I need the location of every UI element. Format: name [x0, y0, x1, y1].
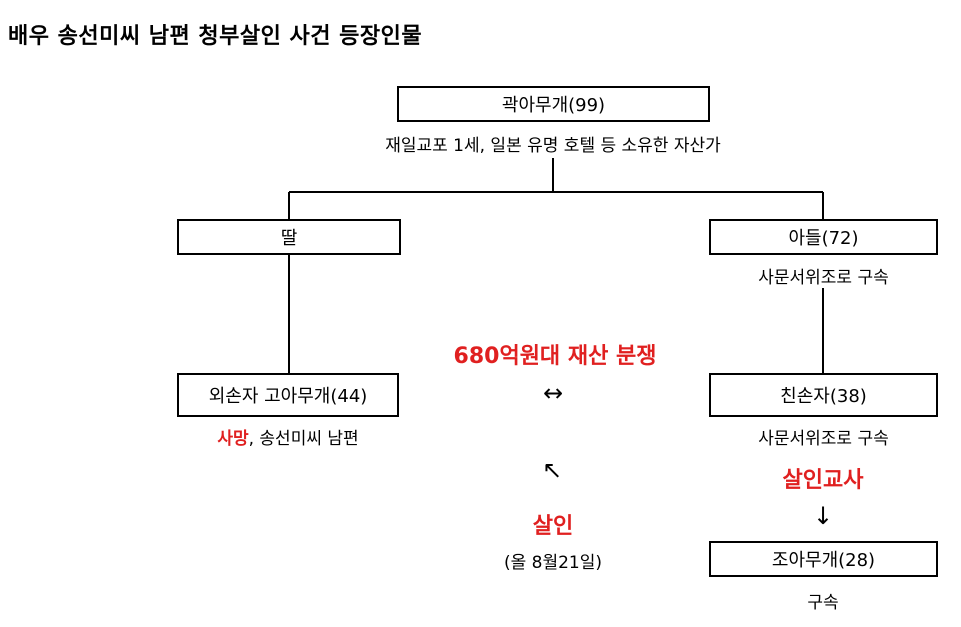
- instigation-arrow-icon: ↓: [812, 502, 834, 530]
- victim-desc-rest: , 송선미씨 남편: [248, 429, 359, 449]
- hitman-box: 조아무개(28): [709, 541, 938, 577]
- son-name: 아들(72): [788, 228, 859, 249]
- son-box: 아들(72): [709, 219, 938, 255]
- murder-arrow-icon: ↖: [541, 456, 563, 484]
- murder-date: (올 8월21일): [503, 553, 603, 573]
- instigation-label: 살인교사: [782, 468, 864, 493]
- grandson-desc: 사문서위조로 구속: [758, 429, 889, 449]
- murder-label: 살인: [532, 514, 574, 539]
- daughter-name: 딸: [280, 228, 298, 249]
- victim-name: 외손자 고아무개(44): [208, 386, 368, 407]
- hitman-name: 조아무개(28): [771, 550, 876, 571]
- root-person-name: 곽아무개(99): [501, 95, 606, 116]
- hitman-desc: 구속: [807, 593, 839, 613]
- dispute-label: 680억원대 재산 분쟁: [453, 344, 657, 369]
- victim-status: 사망: [217, 429, 249, 449]
- dispute-arrow-icon: ↔: [542, 379, 564, 407]
- son-desc: 사문서위조로 구속: [758, 268, 889, 288]
- grandson-box: 친손자(38): [709, 373, 938, 417]
- victim-box: 외손자 고아무개(44): [177, 373, 399, 417]
- root-person-box: 곽아무개(99): [397, 86, 710, 122]
- grandson-name: 친손자(38): [780, 386, 867, 407]
- page-title: 배우 송선미씨 남편 청부살인 사건 등장인물: [8, 24, 423, 49]
- victim-desc: 사망, 송선미씨 남편: [150, 424, 426, 449]
- root-person-desc: 재일교포 1세, 일본 유명 호텔 등 소유한 자산가: [385, 136, 721, 156]
- daughter-box: 딸: [177, 219, 401, 255]
